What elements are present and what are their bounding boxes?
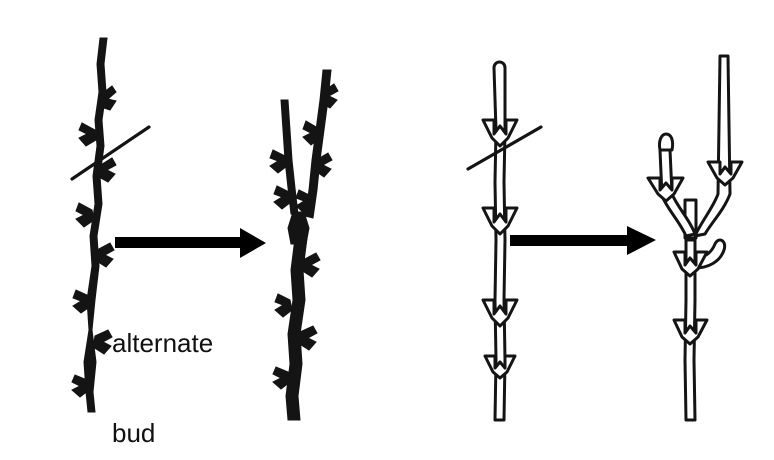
panel-alternate-bud-arrangement: alternate bud arrangement — [70, 37, 339, 460]
caption-line: bud — [112, 418, 156, 448]
twig-after-pruning-opposite — [646, 54, 744, 422]
pruning-cut-line — [70, 125, 151, 181]
twig-after-pruning-alternate — [269, 69, 339, 421]
caption-alternate-bud-arrangement: alternate bud arrangement — [112, 268, 259, 460]
twig-before-pruning-alternate — [71, 37, 117, 413]
panel-opposite-bud-arrangement: opposite bud arrangement — [390, 0, 774, 460]
alternate-panel-artwork — [70, 37, 339, 421]
caption-line: alternate — [112, 328, 214, 358]
pruning-cut-line — [466, 125, 543, 171]
transformation-arrow — [510, 226, 656, 255]
opposite-panel-artwork — [466, 54, 744, 422]
transformation-arrow — [115, 228, 266, 258]
